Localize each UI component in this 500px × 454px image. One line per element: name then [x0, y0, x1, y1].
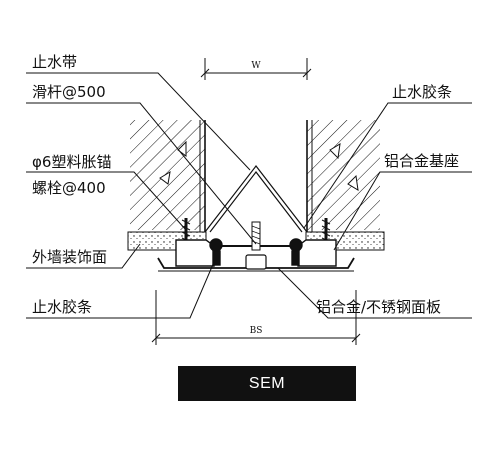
waterstop-band: [204, 165, 308, 233]
slide-rod: [220, 221, 292, 251]
alu-base-label: 铝合金基座: [384, 152, 459, 170]
alu-base-right: [289, 238, 337, 267]
total-width-label: BS: [250, 326, 263, 336]
cover-plate-label: 铝合金/不锈钢面板: [316, 298, 441, 316]
wall-finish-label: 外墙装饰面: [32, 248, 107, 266]
rubber-strip-right-label: 止水胶条: [392, 83, 452, 101]
slide-rod-label: 滑杆@500: [32, 83, 106, 101]
right-wall: [306, 120, 380, 232]
joint-width-label: W: [251, 61, 261, 71]
model-title: SEM: [178, 366, 356, 401]
anchor-label-line2: 螺栓@400: [32, 179, 106, 197]
rubber-strip-left-label: 止水胶条: [32, 298, 92, 316]
cover-plate: [157, 254, 355, 272]
anchor-label-line1: φ6塑料胀锚: [32, 153, 111, 171]
leader-lines: [26, 72, 472, 319]
top-dimension: [200, 58, 312, 80]
waterstop-band-label: 止水带: [32, 53, 77, 71]
alu-base-left: [175, 238, 223, 267]
